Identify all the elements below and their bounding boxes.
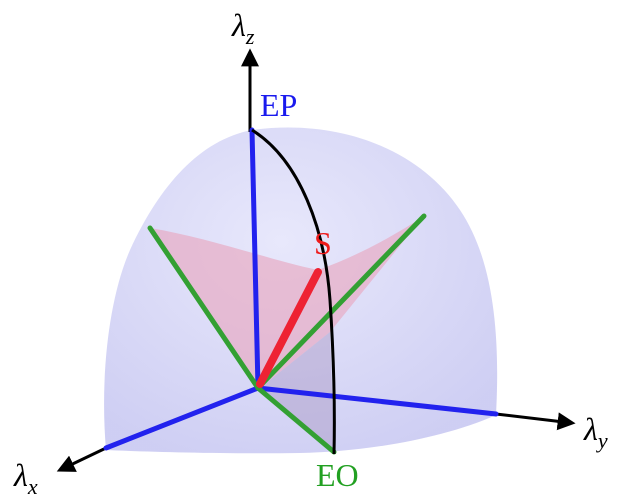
red-segment-s	[256, 268, 322, 388]
blue-edge-y	[255, 385, 499, 417]
blue-edge-x	[103, 385, 261, 451]
lambda-y-axis	[495, 412, 576, 431]
lambda-x-label: λx	[13, 457, 38, 499]
eo-label: EO	[316, 457, 359, 493]
meridian-arc	[251, 128, 336, 455]
lambda-y-label: λy	[583, 411, 608, 453]
lambda-x-axis	[56, 446, 107, 472]
lambda-z-label: λz	[231, 7, 255, 49]
blue-edge-z	[249, 127, 261, 391]
green-edge-right	[255, 213, 427, 391]
s-label: S	[314, 225, 332, 261]
green-edge-left	[147, 225, 261, 391]
ep-label: EP	[260, 87, 297, 123]
green-edge-bottom	[255, 385, 337, 455]
red-sector-surface	[150, 216, 424, 388]
